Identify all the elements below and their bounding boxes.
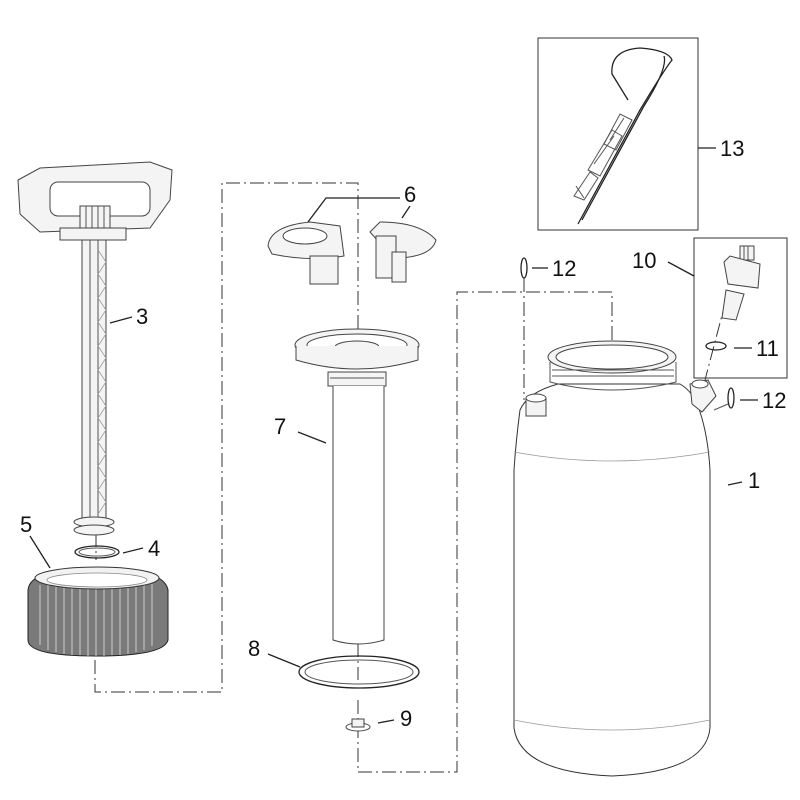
- part-12-o-ring-left: [520, 257, 528, 279]
- callout-1: 1: [748, 468, 761, 493]
- callout-3: 3: [136, 304, 149, 329]
- part-5-collar-nut: [27, 566, 169, 657]
- part-1-tank: [513, 340, 717, 777]
- part-9-check-valve: [345, 718, 371, 732]
- part-10-relief-valve: [721, 245, 761, 321]
- part-4-o-ring: [74, 545, 120, 559]
- callout-6: 6: [404, 182, 417, 207]
- part-7-pump-cylinder: [294, 328, 420, 645]
- part-11-valve-o-ring: [705, 341, 727, 351]
- leader-lines: [29, 147, 758, 724]
- inset-relief-valve: [693, 237, 788, 379]
- callout-13: 13: [720, 136, 745, 161]
- callout-5: 5: [20, 512, 33, 537]
- callout-7: 7: [274, 414, 287, 439]
- callout-4: 4: [148, 536, 161, 561]
- part-8-gasket: [298, 655, 420, 689]
- callout-10: 10: [632, 248, 657, 273]
- callout-9: 9: [400, 706, 413, 731]
- part-6-retainer-halves: [267, 221, 437, 285]
- callout-12-right: 12: [762, 388, 787, 413]
- callout-11: 11: [756, 336, 779, 361]
- inset-carry-strap: [537, 37, 699, 231]
- callout-8: 8: [248, 636, 261, 661]
- part-3-pump-handle: [17, 161, 173, 536]
- callout-12-left: 12: [552, 256, 577, 281]
- part-12-o-ring-right: [713, 387, 735, 411]
